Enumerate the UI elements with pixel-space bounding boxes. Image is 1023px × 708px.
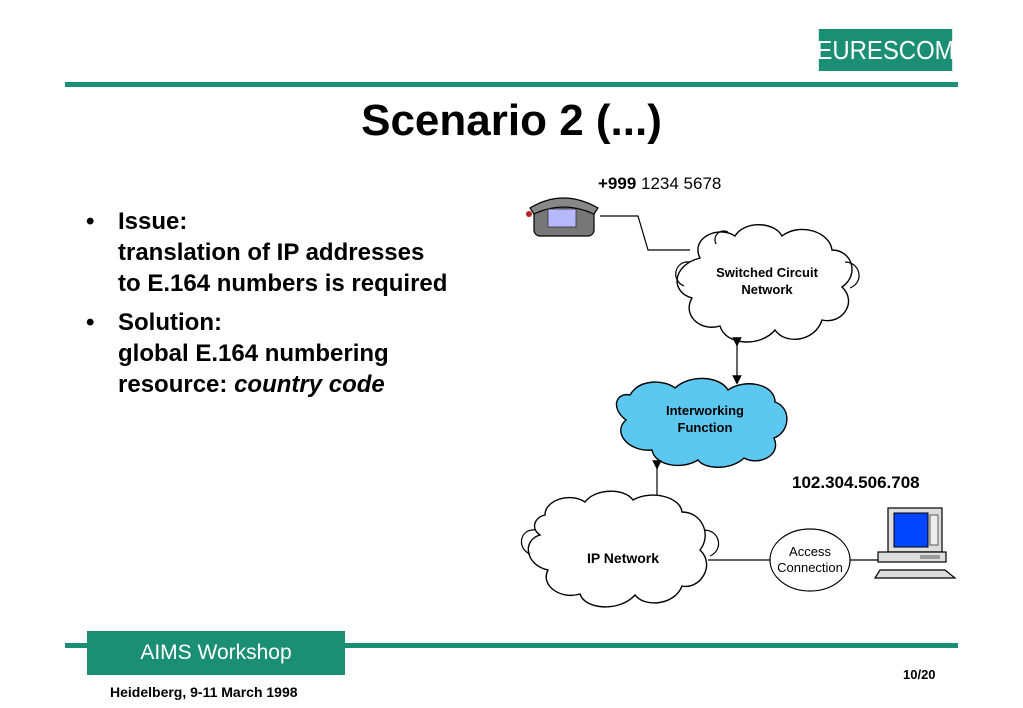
venue-date: Heidelberg, 9-11 March 1998 bbox=[110, 684, 298, 700]
issue-line-2: to E.164 numbers is required bbox=[118, 270, 448, 297]
footer-divider-right bbox=[345, 643, 958, 648]
ip-network-label: IP Network bbox=[586, 550, 660, 566]
workshop-badge: AIMS Workshop bbox=[87, 631, 345, 675]
issue-line-1: translation of IP addresses bbox=[118, 239, 425, 266]
bullet-solution: • Solution: global E.164 numbering resou… bbox=[86, 307, 526, 400]
bullet-issue: • Issue: translation of IP addresses to … bbox=[86, 206, 526, 299]
issue-heading: Issue: bbox=[118, 208, 188, 235]
solution-line-2-prefix: resource: bbox=[118, 371, 235, 398]
footer-divider-left bbox=[65, 643, 87, 648]
computer-terminal-icon bbox=[873, 507, 957, 579]
telephone-icon bbox=[526, 197, 599, 237]
eurescom-logo: EURESCOM bbox=[816, 29, 955, 71]
bullet-dot: • bbox=[86, 309, 95, 336]
ip-network-cloud bbox=[520, 490, 720, 608]
header-divider bbox=[65, 82, 958, 87]
bullet-list: • Issue: translation of IP addresses to … bbox=[86, 206, 526, 408]
solution-line-2-emphasis: country code bbox=[234, 371, 385, 398]
ip-address: 102.304.506.708 bbox=[792, 473, 920, 492]
solution-line-1: global E.164 numbering bbox=[118, 340, 389, 367]
slide-title: Scenario 2 (...) bbox=[361, 96, 662, 145]
bullet-dot: • bbox=[86, 208, 95, 235]
interworking-function-cloud bbox=[615, 377, 788, 468]
solution-heading: Solution: bbox=[118, 309, 222, 336]
page-number: 10/20 bbox=[903, 667, 936, 682]
phone-link bbox=[600, 215, 690, 251]
phone-number: +999 1234 5678 bbox=[598, 174, 722, 193]
switched-circuit-cloud bbox=[675, 224, 860, 343]
